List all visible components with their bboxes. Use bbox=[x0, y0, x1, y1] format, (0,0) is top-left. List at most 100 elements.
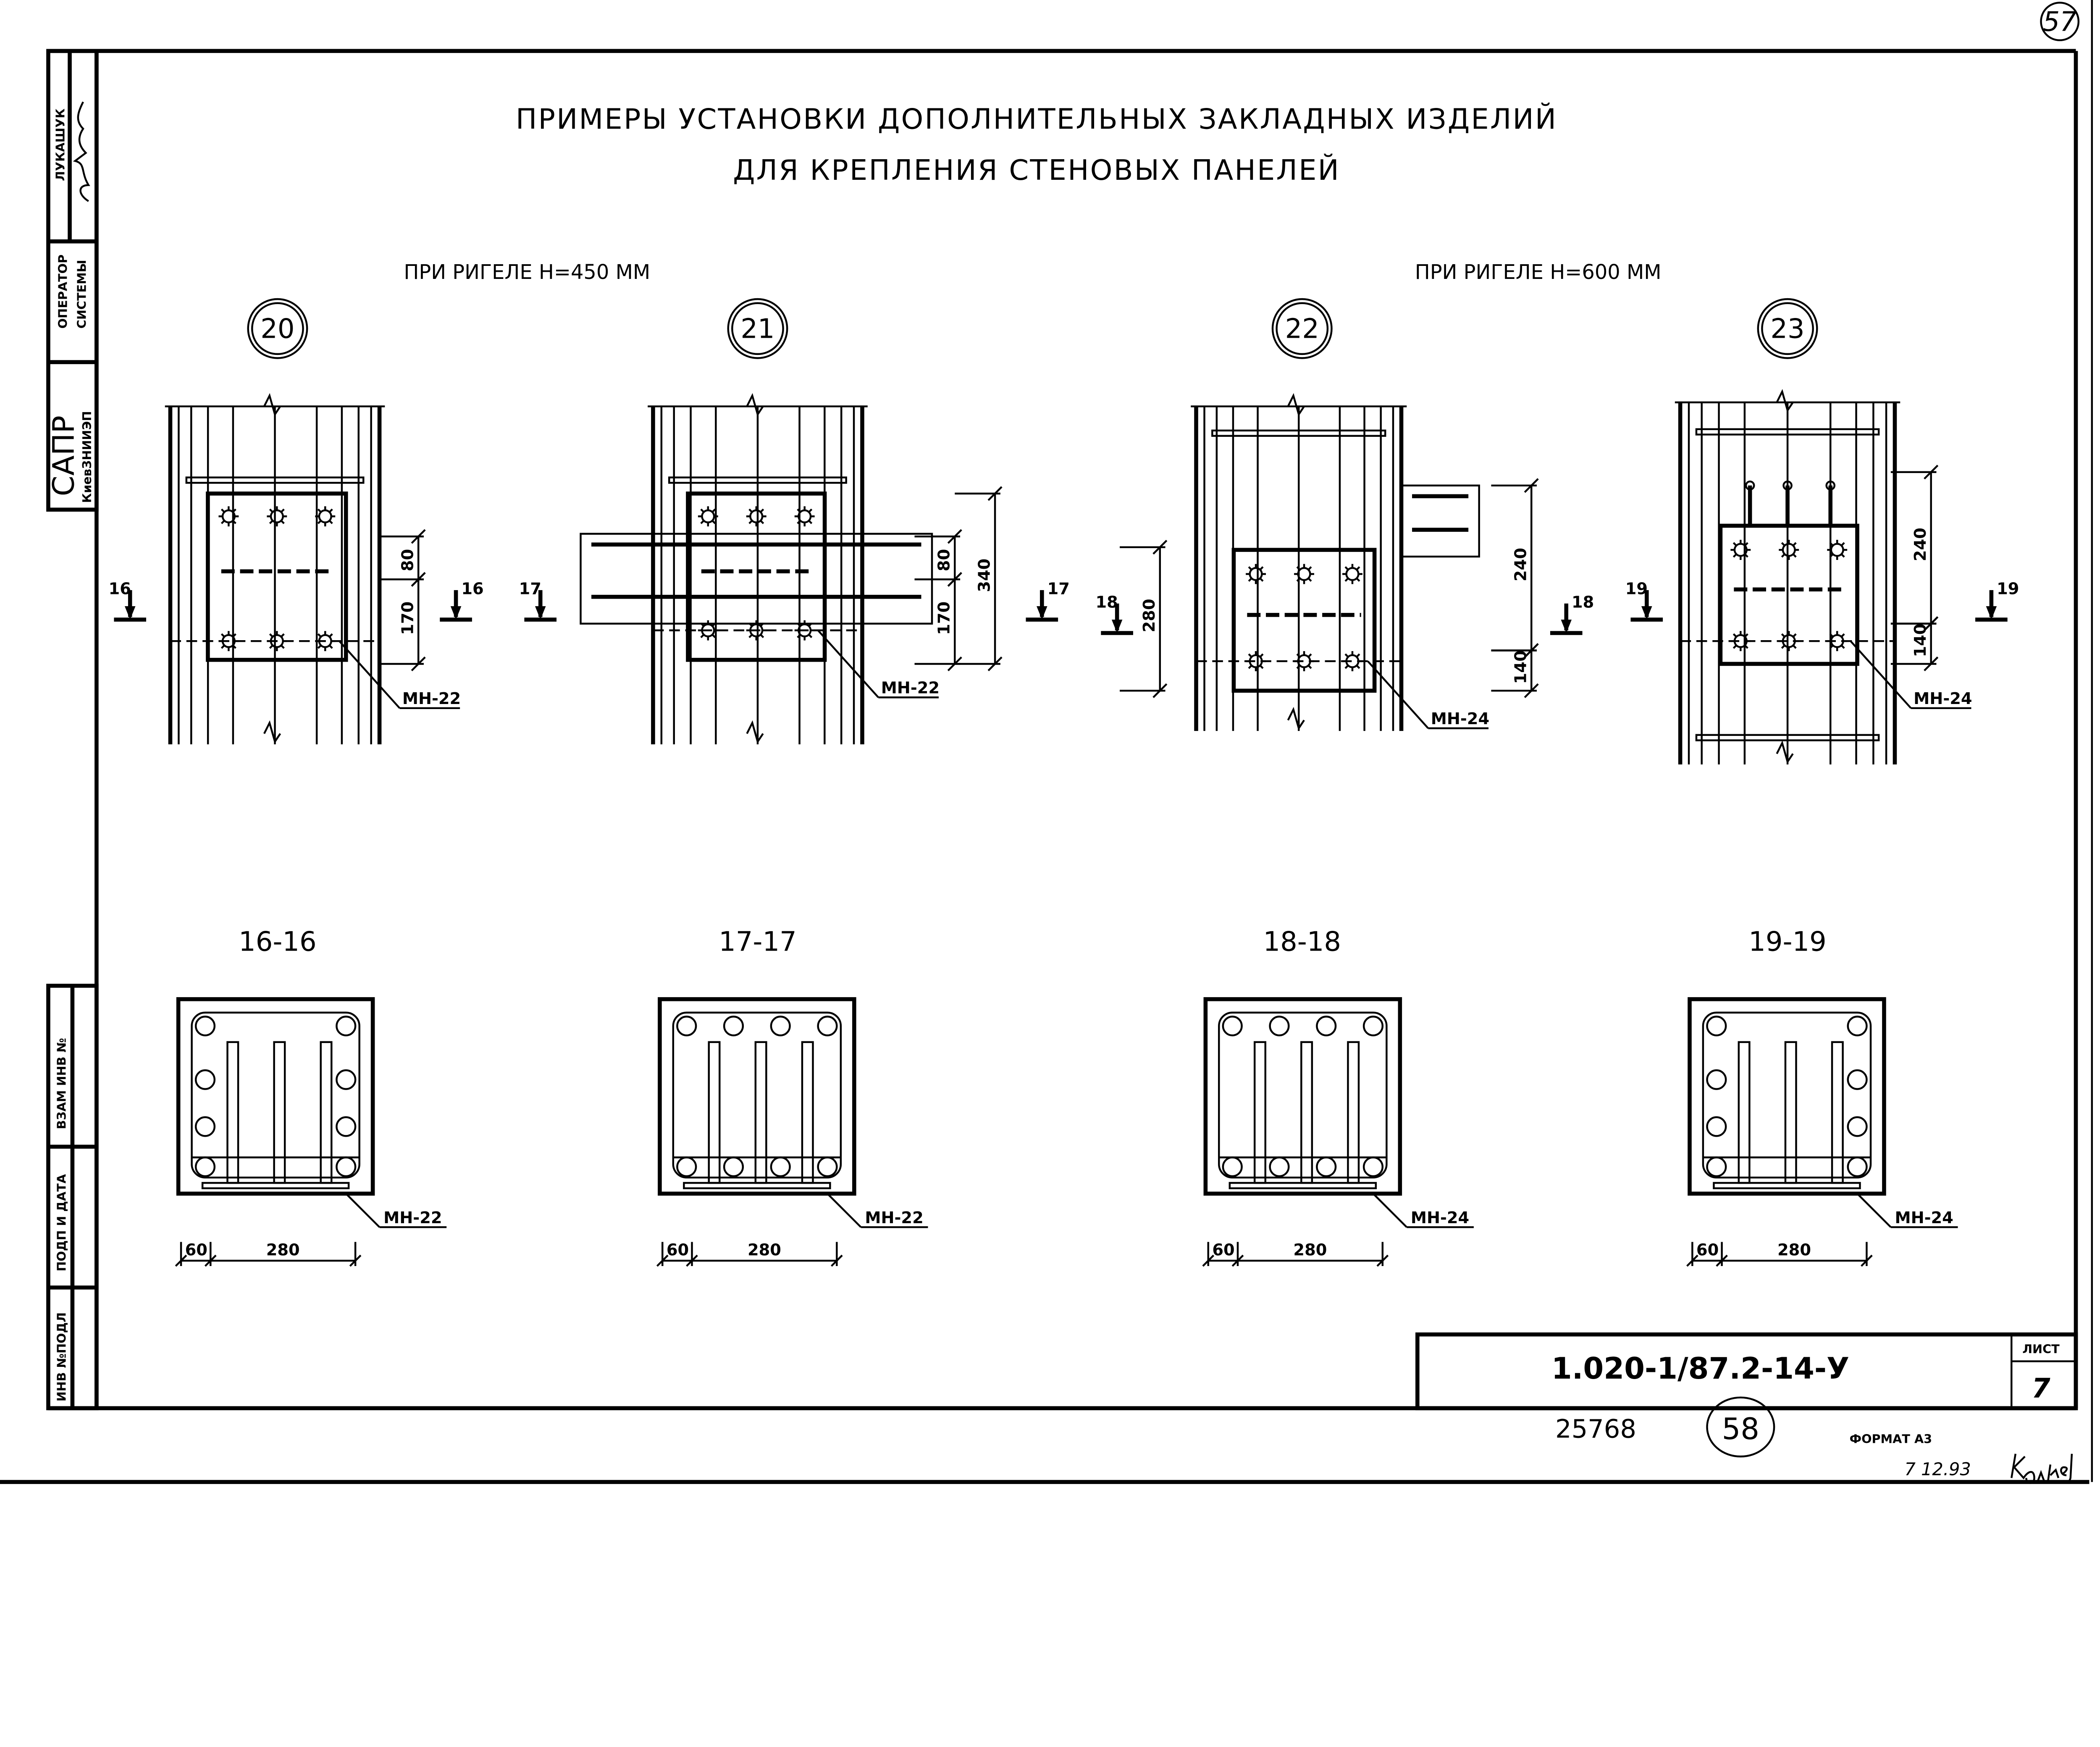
section-dimension: 60 bbox=[185, 1240, 207, 1259]
plate-label-section: МН-22 bbox=[865, 1208, 923, 1227]
stamp-signature bbox=[73, 101, 90, 202]
stamp-name: ЛУКАШУК bbox=[53, 108, 67, 181]
anchor-stud-icon bbox=[1249, 567, 1263, 581]
detail-circle-inner bbox=[251, 302, 304, 355]
break-mark bbox=[1287, 393, 1305, 417]
drawing-line bbox=[1372, 1193, 1407, 1228]
detail-23: 23 19-19 МН-24 МН-24 19 19 240 140 60 28… bbox=[1625, 298, 2019, 1267]
detail-number: 20 bbox=[260, 314, 294, 345]
detail-circle-inner bbox=[1761, 302, 1814, 355]
dimension: 80 bbox=[935, 549, 954, 571]
anchor-bar bbox=[1300, 1041, 1313, 1184]
rebar-section bbox=[336, 1116, 357, 1137]
section-mark-right: 19 bbox=[1997, 579, 2019, 598]
rebar-section bbox=[1316, 1015, 1337, 1037]
rebar-section bbox=[817, 1015, 838, 1037]
rebar-section bbox=[1362, 1015, 1384, 1037]
section-title: 19-19 bbox=[1748, 927, 1827, 958]
rebar-section bbox=[1706, 1069, 1727, 1090]
section-dimension: 60 bbox=[1212, 1240, 1234, 1259]
break-mark bbox=[746, 720, 764, 744]
anchor-bar bbox=[273, 1041, 286, 1184]
stamp-operator: ОПЕРАТОР bbox=[56, 255, 70, 328]
break-mark bbox=[263, 393, 281, 417]
corner-page-number: 57 bbox=[2043, 6, 2077, 37]
detail-circle bbox=[1757, 298, 1818, 359]
subheader-450: ПРИ РИГЕЛЕ Н=450 ММ bbox=[404, 261, 650, 284]
approval-signature bbox=[2011, 1453, 2073, 1484]
section-outline bbox=[658, 997, 856, 1196]
anchor-bar bbox=[1738, 1041, 1751, 1184]
section-mark-right: 18 bbox=[1572, 593, 1594, 612]
anchor-stud-icon bbox=[221, 509, 236, 523]
rebar-section bbox=[676, 1015, 697, 1037]
rebar-section bbox=[1706, 1116, 1727, 1137]
detail-circle-inner bbox=[731, 302, 784, 355]
detail-number: 21 bbox=[740, 314, 774, 345]
anchor-stud-icon bbox=[318, 509, 332, 523]
section-dimension: 280 bbox=[748, 1240, 781, 1259]
rebar-section bbox=[194, 1015, 216, 1037]
plate-label-elevation: МН-24 bbox=[1914, 689, 1972, 708]
corner-page-circle bbox=[2040, 2, 2080, 42]
section-mark-left: 19 bbox=[1625, 579, 1648, 598]
anchor-bar bbox=[708, 1041, 721, 1184]
section-dimension: 280 bbox=[266, 1240, 300, 1259]
detail-20: 20 16-16 МН-22 МН-22 16 16 80 170 60 280 bbox=[109, 298, 484, 1267]
anchor-bar bbox=[226, 1041, 239, 1184]
detail-circle-inner bbox=[1276, 302, 1329, 355]
anchor-stud-icon bbox=[1345, 567, 1360, 581]
stamp-inv: ИНВ №ПОДЛ bbox=[54, 1312, 68, 1401]
rebar-section bbox=[723, 1015, 744, 1037]
sheet-label: ЛИСТ bbox=[2022, 1342, 2060, 1356]
left-stamp-top: ЛУКАШУК ОПЕРАТОР СИСТЕМЫ САПР КиевЗНИИЭП bbox=[46, 49, 99, 512]
detail-circle bbox=[1271, 298, 1333, 359]
break-mark bbox=[263, 720, 281, 744]
section-title: 16-16 bbox=[239, 927, 317, 958]
section-mark-left: 16 bbox=[109, 579, 131, 598]
stamp-podp: ПОДП И ДАТА bbox=[54, 1174, 68, 1271]
date-handwritten: 7 12.93 bbox=[1904, 1459, 1971, 1479]
section-dimension: 60 bbox=[1696, 1240, 1719, 1259]
section-dimension: 280 bbox=[1777, 1240, 1811, 1259]
drawing-line bbox=[827, 1193, 862, 1228]
rebar-section bbox=[1269, 1015, 1290, 1037]
anchor-stud-icon bbox=[1733, 543, 1748, 557]
beam bbox=[580, 533, 933, 625]
section-dimension: 60 bbox=[667, 1240, 689, 1259]
anchor-bar bbox=[1253, 1041, 1266, 1184]
drawing-line bbox=[817, 630, 879, 698]
section-title: 17-17 bbox=[719, 927, 797, 958]
detail-number: 22 bbox=[1285, 314, 1319, 345]
anchor-bar bbox=[754, 1041, 767, 1184]
break-mark bbox=[1776, 740, 1794, 764]
dimension: 170 bbox=[935, 602, 954, 635]
dimension: 340 bbox=[975, 559, 994, 592]
document-code: 1.020-1/87.2-14-У bbox=[1551, 1351, 1849, 1386]
stirrup bbox=[1218, 1011, 1388, 1179]
stamp-system: СИСТЕМЫ bbox=[74, 260, 89, 329]
anchor-stud-icon bbox=[1782, 543, 1796, 557]
stirrup bbox=[1702, 1011, 1872, 1179]
rebar-section bbox=[194, 1116, 216, 1137]
page-circle-number: 58 bbox=[1722, 1412, 1759, 1446]
anchor-bar bbox=[320, 1041, 333, 1184]
rebar-section bbox=[1847, 1069, 1868, 1090]
dimension: 140 bbox=[1511, 650, 1530, 684]
title-line-1: ПРИМЕРЫ УСТАНОВКИ ДОПОЛНИТЕЛЬНЫХ ЗАКЛАДН… bbox=[516, 102, 1557, 136]
plate-label-elevation: МН-22 bbox=[881, 679, 940, 698]
rebar-section bbox=[1222, 1015, 1243, 1037]
drawing-sheet: ЛУКАШУК ОПЕРАТОР СИСТЕМЫ САПР КиевЗНИИЭП… bbox=[0, 0, 2093, 1484]
break-mark bbox=[746, 393, 764, 417]
dimension: 80 bbox=[398, 549, 417, 571]
break-mark bbox=[1776, 389, 1794, 413]
section-outline bbox=[176, 997, 375, 1196]
section-outline bbox=[1688, 997, 1886, 1196]
detail-circle bbox=[247, 298, 308, 359]
drawing-line bbox=[1856, 1193, 1892, 1228]
drawing-line bbox=[1850, 640, 1912, 709]
stamp-vzam: ВЗАМ ИНВ № bbox=[54, 1038, 68, 1130]
section-title: 18-18 bbox=[1263, 927, 1341, 958]
stirrup bbox=[672, 1011, 842, 1179]
section-mark-left: 17 bbox=[519, 579, 541, 598]
